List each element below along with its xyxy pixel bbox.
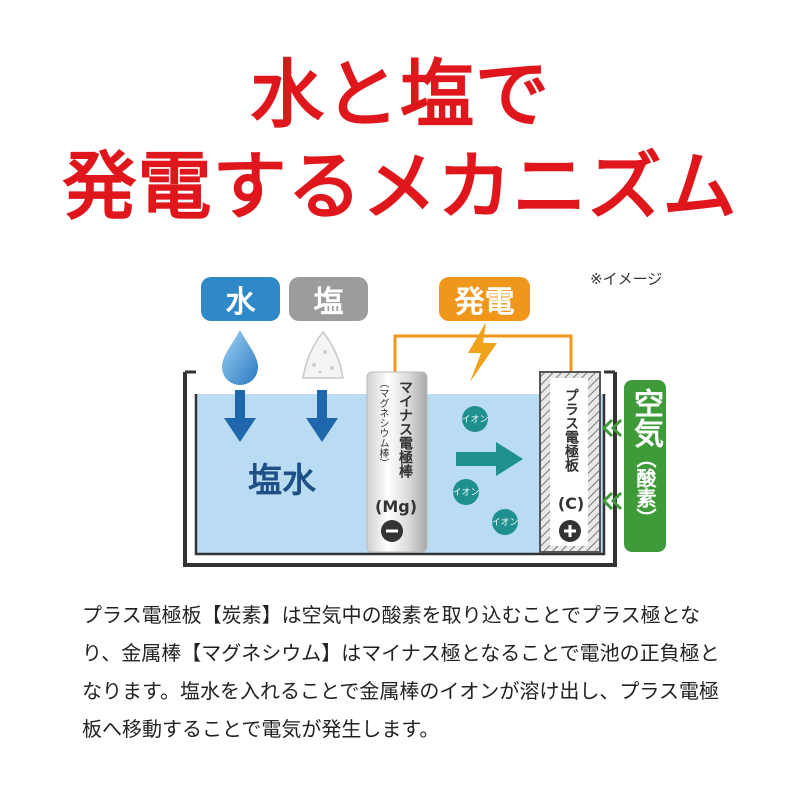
lightning-icon xyxy=(468,322,497,382)
ion-particle: イオン xyxy=(491,509,519,535)
svg-text:イオン: イオン xyxy=(491,517,518,528)
svg-text:イオン: イオン xyxy=(452,487,479,498)
ion-particle: イオン xyxy=(452,479,480,505)
svg-text:イオン: イオン xyxy=(461,414,488,425)
salt-pile-icon xyxy=(302,330,344,379)
ion-flow-arrow-icon xyxy=(456,442,523,476)
ion-particle: イオン xyxy=(461,406,489,432)
plus-electrode-symbol: (C) xyxy=(558,494,584,513)
image-note: ※イメージ xyxy=(590,270,663,288)
plus-electrode-name: プラス電極板 xyxy=(563,388,579,472)
down-arrow-icon xyxy=(224,390,256,442)
salt-label: 塩 xyxy=(289,277,368,321)
air-label-paren-close: ） xyxy=(633,508,657,528)
water-label: 水 xyxy=(201,277,280,321)
description-text: プラス電極板【炭素】は空気中の酸素を取り込むことでプラス極となり、金属棒【マグネ… xyxy=(82,603,720,741)
air-inflow-chevron-icon xyxy=(601,491,623,511)
minus-electrode-symbol: (Mg) xyxy=(375,497,417,516)
minus-electrode-subname: （マグネシウム棒） xyxy=(377,378,388,468)
minus-electrode-rod xyxy=(366,371,428,553)
container xyxy=(183,372,617,567)
air-label-main: 空気 xyxy=(628,388,663,448)
air-inflow-chevron-icon xyxy=(601,418,623,438)
page-title-line2: 発電するメカニズム xyxy=(62,144,738,230)
page-title-line1: 水と塩で xyxy=(250,52,550,138)
minus-electrode-name: マイナス電極棒 xyxy=(397,380,413,478)
air-label-sub: 酸素 xyxy=(633,468,657,508)
down-arrow-icon xyxy=(306,390,338,442)
air-label-paren-open: （ xyxy=(633,448,657,468)
air-oxygen-label: 空気 （ 酸素 ） xyxy=(624,380,666,552)
water-drop-icon xyxy=(222,330,258,385)
salt-water-label: 塩水 xyxy=(248,461,317,501)
power-label: 発電 xyxy=(439,277,530,321)
